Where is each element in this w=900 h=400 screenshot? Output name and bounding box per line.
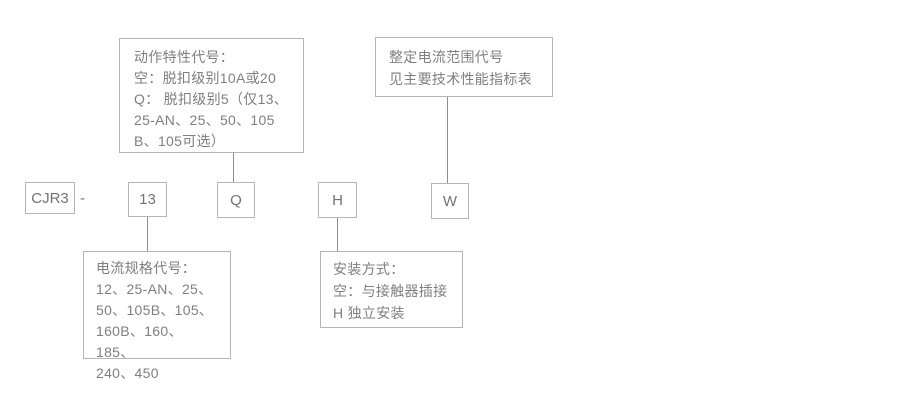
callout-action-characteristic-text: 动作特性代号： 空：脱扣级别10A或20 Q： 脱扣级别5（仅13、 25-AN… xyxy=(134,49,289,149)
connector-action-to-q xyxy=(233,153,234,182)
code-label-current-range: W xyxy=(442,192,458,210)
model-prefix-label: CJR3 xyxy=(31,189,69,207)
code-box-current-range: W xyxy=(431,183,469,219)
callout-current-spec-text: 电流规格代号： 12、25-AN、25、 50、105B、105、 160B、1… xyxy=(96,260,214,381)
connector-range-to-w xyxy=(447,97,448,183)
callout-action-characteristic: 动作特性代号： 空：脱扣级别10A或20 Q： 脱扣级别5（仅13、 25-AN… xyxy=(119,38,304,153)
code-box-mounting: H xyxy=(318,182,357,218)
code-box-action-characteristic: Q xyxy=(217,182,255,218)
callout-current-range-text: 整定电流范围代号 见主要技术性能指标表 xyxy=(389,49,532,87)
callout-mounting: 安装方式： 空：与接触器插接 H 独立安装 xyxy=(320,251,463,328)
connector-h-to-mounting xyxy=(337,218,338,251)
code-box-current-spec: 13 xyxy=(128,182,167,217)
callout-current-range: 整定电流范围代号 见主要技术性能指标表 xyxy=(375,37,553,97)
model-prefix-box: CJR3 xyxy=(25,182,75,214)
code-label-action-characteristic: Q xyxy=(230,191,242,209)
connector-13-to-spec xyxy=(147,217,148,251)
callout-mounting-text: 安装方式： 空：与接触器插接 H 独立安装 xyxy=(333,261,448,321)
code-label-mounting: H xyxy=(332,191,343,209)
code-label-current-spec: 13 xyxy=(139,191,156,208)
model-separator: - xyxy=(80,190,85,207)
callout-current-spec: 电流规格代号： 12、25-AN、25、 50、105B、105、 160B、1… xyxy=(83,251,231,381)
